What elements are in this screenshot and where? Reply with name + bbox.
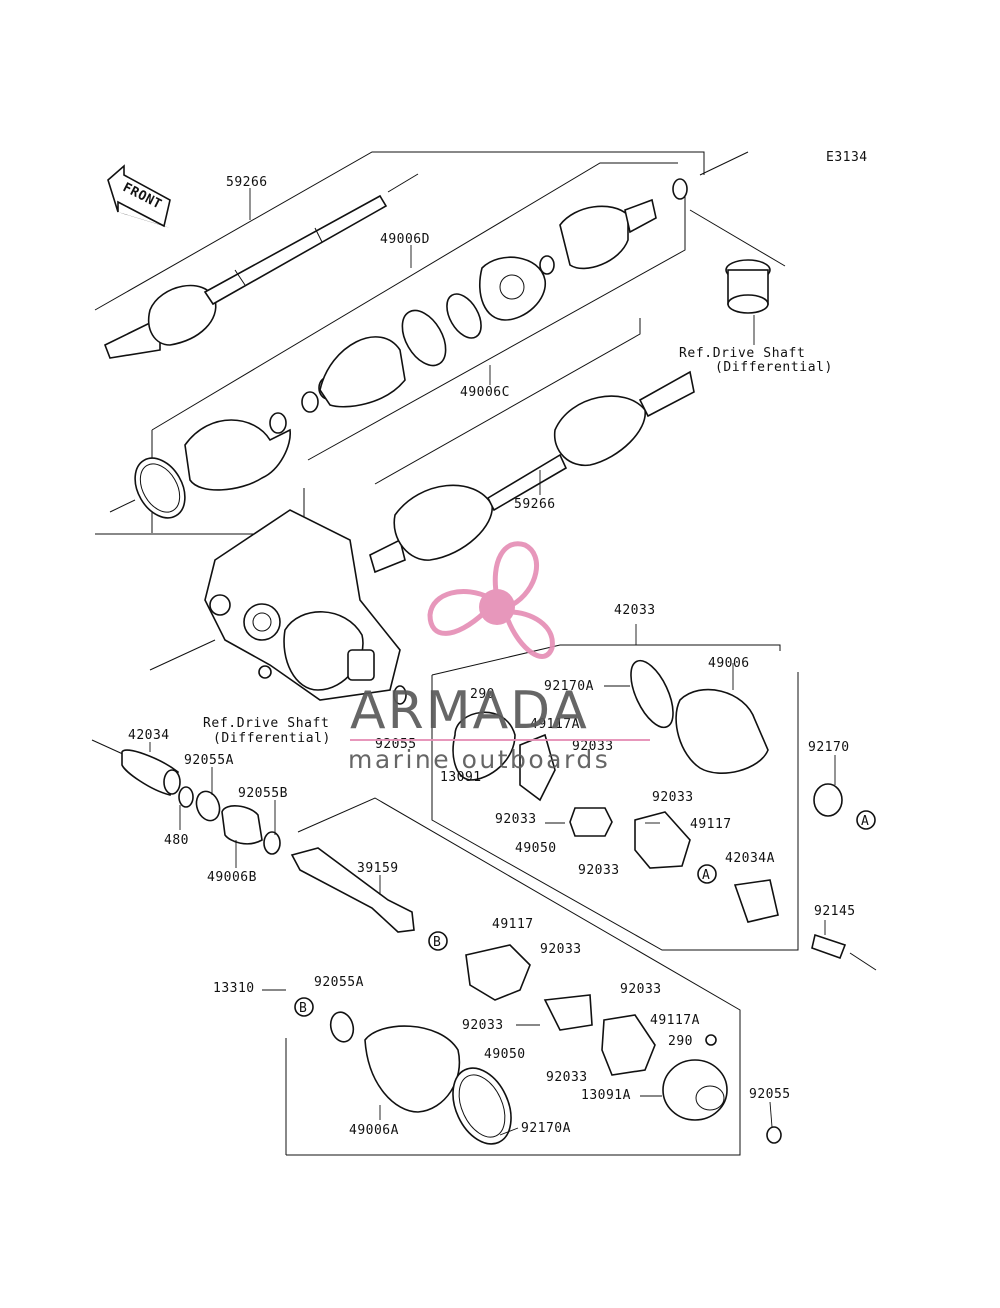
label-49006C: 49006C: [460, 385, 510, 400]
label-92033-c: 92033: [495, 812, 537, 827]
front-arrow-icon: FRONT: [107, 164, 171, 228]
label-49006A: 49006A: [349, 1123, 399, 1138]
joint-parts-right: [393, 659, 877, 971]
label-92055B: 92055B: [238, 786, 288, 801]
label-49006B: 49006B: [207, 870, 257, 885]
label-92033-d: 92033: [578, 863, 620, 878]
middle-drive-shaft: [369, 318, 695, 574]
label-ref-drive-shaft-mid: Ref.Drive Shaft: [203, 716, 329, 731]
label-92170: 92170: [808, 740, 850, 755]
label-42034A: 42034A: [725, 851, 775, 866]
label-42033: 42033: [614, 603, 656, 618]
label-92055A-top: 92055A: [184, 753, 234, 768]
shaft-stub-42034: [91, 739, 281, 855]
label-13091A: 13091A: [581, 1088, 631, 1103]
part-labels: 59266 49006D 49006C Ref.Drive Shaft (Dif…: [128, 175, 856, 1138]
label-59266-top: 59266: [226, 175, 268, 190]
diagram-code: E3134: [826, 150, 868, 165]
lower-assembly-frame: [285, 797, 741, 1156]
label-92170A-low: 92170A: [521, 1121, 571, 1136]
label-39159: 39159: [357, 861, 399, 876]
upper-drive-shaft: [103, 194, 388, 359]
label-480: 480: [164, 833, 189, 848]
label-ref-drive-shaft-top: Ref.Drive Shaft: [679, 346, 805, 361]
upper-assembly-frame: [94, 151, 786, 535]
label-49117A-low: 49117A: [650, 1013, 700, 1028]
upper-boot-parts: [134, 178, 688, 519]
svg-text:A: A: [702, 868, 710, 883]
label-49117A-top: 49117A: [530, 717, 580, 732]
label-ref-differential-mid: (Differential): [213, 731, 331, 746]
label-49117-low: 49117: [492, 917, 534, 932]
callout-a-upper: A: [856, 810, 876, 830]
label-92145: 92145: [814, 904, 856, 919]
svg-text:B: B: [433, 935, 441, 950]
label-92033-h: 92033: [546, 1070, 588, 1085]
label-290-left: 290: [470, 687, 495, 702]
label-49006: 49006: [708, 656, 750, 671]
armada-watermark: ARMADA marine outboards: [348, 541, 650, 774]
differential-gear-top: [725, 259, 771, 345]
label-ref-differential-top: (Differential): [715, 360, 833, 375]
label-59266-mid: 59266: [514, 497, 556, 512]
label-92055-low: 92055: [749, 1087, 791, 1102]
svg-text:B: B: [299, 1001, 307, 1016]
label-92055A-low: 92055A: [314, 975, 364, 990]
label-92033-b: 92033: [652, 790, 694, 805]
label-13091: 13091: [440, 770, 482, 785]
label-92033-e: 92033: [540, 942, 582, 957]
callout-a-lower: A: [697, 864, 717, 884]
watermark-brand: ARMADA: [350, 681, 589, 741]
label-92033-a: 92033: [572, 739, 614, 754]
label-49050-top: 49050: [515, 841, 557, 856]
label-92170A-top: 92170A: [544, 679, 594, 694]
watermark-tagline: marine outboards: [348, 745, 610, 774]
lower-shaft-parts: [290, 847, 782, 1145]
leader-lines: [149, 188, 836, 1136]
propeller-logo-icon: [427, 541, 555, 659]
label-92033-f: 92033: [620, 982, 662, 997]
label-49117: 49117: [690, 817, 732, 832]
label-290-right: 290: [668, 1034, 693, 1049]
label-92033-g: 92033: [462, 1018, 504, 1033]
label-13310: 13310: [213, 981, 255, 996]
label-42034: 42034: [128, 728, 170, 743]
callout-b-upper: B: [428, 931, 448, 951]
differential-housing: [149, 509, 401, 701]
label-49050-low: 49050: [484, 1047, 526, 1062]
label-49006D: 49006D: [380, 232, 430, 247]
svg-text:A: A: [861, 814, 869, 829]
lower-right-frame: [431, 624, 799, 951]
callout-b-lower: B: [294, 997, 314, 1017]
